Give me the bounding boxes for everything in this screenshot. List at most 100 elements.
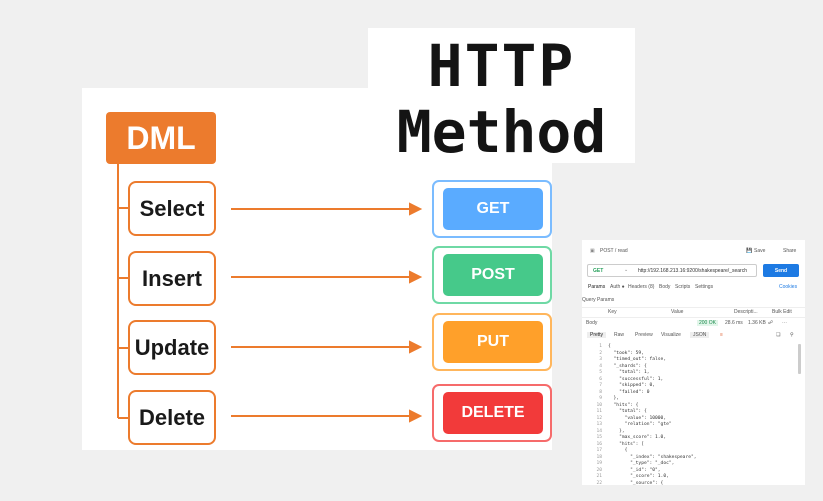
line-number: 10 — [596, 402, 602, 408]
wrap-icon[interactable]: ≡ — [720, 332, 723, 338]
response-code: 1{2 "took": 59,3 "timed_out": false,4 "_… — [588, 344, 697, 486]
code-line: 19 "_type": "_doc", — [588, 461, 697, 468]
postman-url-bar: GET ⌄ http://192.168.213.16:9200/shakesp… — [582, 264, 805, 278]
code-line: 15 "max_score": 1.0, — [588, 435, 697, 442]
query-params-label: Query Params — [582, 297, 615, 303]
method-select[interactable]: GET — [593, 268, 604, 274]
http-put-card: PUT — [432, 313, 552, 371]
code-text: "took": 59, — [608, 350, 644, 356]
http-get-button[interactable]: GET — [443, 188, 543, 230]
tab-visualize[interactable]: Visualize — [661, 332, 681, 338]
more-icon[interactable]: ⋯ — [782, 320, 787, 326]
code-line: 8 "failed": 0 — [588, 390, 697, 397]
scrollbar[interactable] — [798, 344, 801, 374]
line-number: 18 — [596, 454, 602, 460]
http-get-card: GET — [432, 180, 552, 238]
code-line: 6 "successful": 1, — [588, 377, 697, 384]
line-number: 11 — [596, 409, 602, 414]
code-line: 11 "total": { — [588, 409, 697, 416]
save-icon[interactable]: 💾 — [746, 248, 753, 254]
url-input[interactable]: http://192.168.213.16:9200/shakespeare/_… — [638, 268, 747, 274]
line-number: 21 — [596, 474, 602, 479]
http-post-card: POST — [432, 246, 552, 304]
http-request-icon: ▣ — [590, 248, 595, 254]
copy-icon[interactable]: ❏ — [776, 332, 781, 338]
title-line-1: HTTP — [427, 32, 576, 100]
code-text: "total": { — [608, 409, 647, 414]
code-line: 16 "hits": [ — [588, 442, 697, 449]
tab-scripts[interactable]: Scripts — [675, 284, 691, 290]
http-delete-button[interactable]: DELETE — [443, 392, 543, 434]
http-post-button[interactable]: POST — [443, 254, 543, 296]
http-put-button[interactable]: PUT — [443, 321, 543, 363]
cookies-link[interactable]: Cookies — [779, 284, 798, 290]
code-line: 12 "value": 10000, — [588, 416, 697, 423]
code-line: 4 "_shards": { — [588, 364, 697, 371]
code-text: }, — [608, 428, 625, 434]
code-line: 1{ — [588, 344, 697, 351]
line-number: 8 — [599, 389, 602, 395]
tab-body[interactable]: Body — [659, 284, 671, 290]
http-delete-card: DELETE — [432, 384, 552, 442]
code-text: { — [608, 448, 628, 453]
line-number: 14 — [596, 428, 602, 434]
col-value: Value — [671, 309, 684, 315]
code-text: "total": 1, — [608, 370, 650, 375]
col-key: Key — [608, 309, 617, 315]
line-number: 7 — [599, 383, 602, 388]
response-time: 28.6 ms — [725, 320, 743, 326]
tab-settings[interactable]: Settings — [695, 284, 714, 290]
bulk-edit-link[interactable]: Bulk Edit — [772, 309, 792, 315]
line-number: 19 — [596, 461, 602, 466]
code-text: }, — [608, 396, 620, 401]
line-number: 3 — [599, 357, 602, 362]
code-text: "hits": [ — [608, 441, 644, 447]
code-text: "failed": 0 — [608, 389, 650, 395]
postman-header: ▣ POST / read 💾 Save Share — [582, 248, 805, 258]
tab-params[interactable]: Params — [588, 284, 606, 290]
code-line: 5 "total": 1, — [588, 370, 697, 377]
send-label: Send — [774, 267, 788, 274]
tab-preview[interactable]: Preview — [635, 332, 653, 338]
response-body-label: Body — [586, 320, 598, 326]
save-button[interactable]: Save — [754, 248, 766, 254]
dml-delete-box: Delete — [128, 390, 216, 445]
line-number: 6 — [599, 376, 602, 382]
code-text: "max_score": 1.0, — [608, 435, 667, 440]
url-field[interactable]: GET ⌄ http://192.168.213.16:9200/shakesp… — [587, 264, 757, 277]
globe-icon[interactable]: ☍ — [768, 320, 774, 326]
share-button[interactable]: Share — [783, 248, 797, 254]
line-number: 16 — [596, 441, 602, 447]
code-line: 20 "_id": "0", — [588, 468, 697, 475]
code-line: 13 "relation": "gte" — [588, 422, 697, 429]
code-text: "hits": { — [608, 402, 639, 408]
tab-auth[interactable]: Auth ● — [610, 284, 625, 290]
dml-update-box: Update — [128, 320, 216, 375]
code-text: { — [608, 344, 611, 349]
response-size: 1.36 KB — [748, 320, 766, 326]
code-line: 22 "_source": { — [588, 481, 697, 486]
tab-raw[interactable]: Raw — [614, 332, 625, 338]
format-select[interactable]: JSON — [690, 332, 710, 338]
dml-select-box: Select — [128, 181, 216, 236]
params-table-header: Key Value Descripti... Bulk Edit — [582, 307, 805, 318]
chevron-down-icon[interactable]: ⌄ — [624, 267, 629, 273]
postman-screenshot: ▣ POST / read 💾 Save Share GET ⌄ http://… — [582, 240, 805, 485]
code-line: 9 }, — [588, 396, 697, 403]
line-number: 9 — [599, 396, 602, 401]
tab-pretty[interactable]: Pretty — [587, 332, 607, 338]
line-number: 22 — [596, 480, 602, 486]
search-icon[interactable]: ⚲ — [790, 332, 794, 338]
code-text: "relation": "gte" — [608, 422, 672, 427]
tab-headers[interactable]: Headers (8) — [628, 284, 655, 290]
title-panel: HTTP Method — [368, 28, 635, 166]
code-text: "_score": 1.0, — [608, 474, 669, 479]
code-line: 14 }, — [588, 429, 697, 436]
line-number: 12 — [596, 415, 602, 421]
send-button[interactable]: Send — [763, 264, 799, 277]
dml-insert-box: Insert — [128, 251, 216, 306]
postman-breadcrumb: POST / read — [600, 248, 628, 254]
dml-header-box: DML — [106, 112, 216, 164]
line-number: 13 — [596, 422, 602, 427]
code-text: "value": 10000, — [608, 415, 667, 421]
